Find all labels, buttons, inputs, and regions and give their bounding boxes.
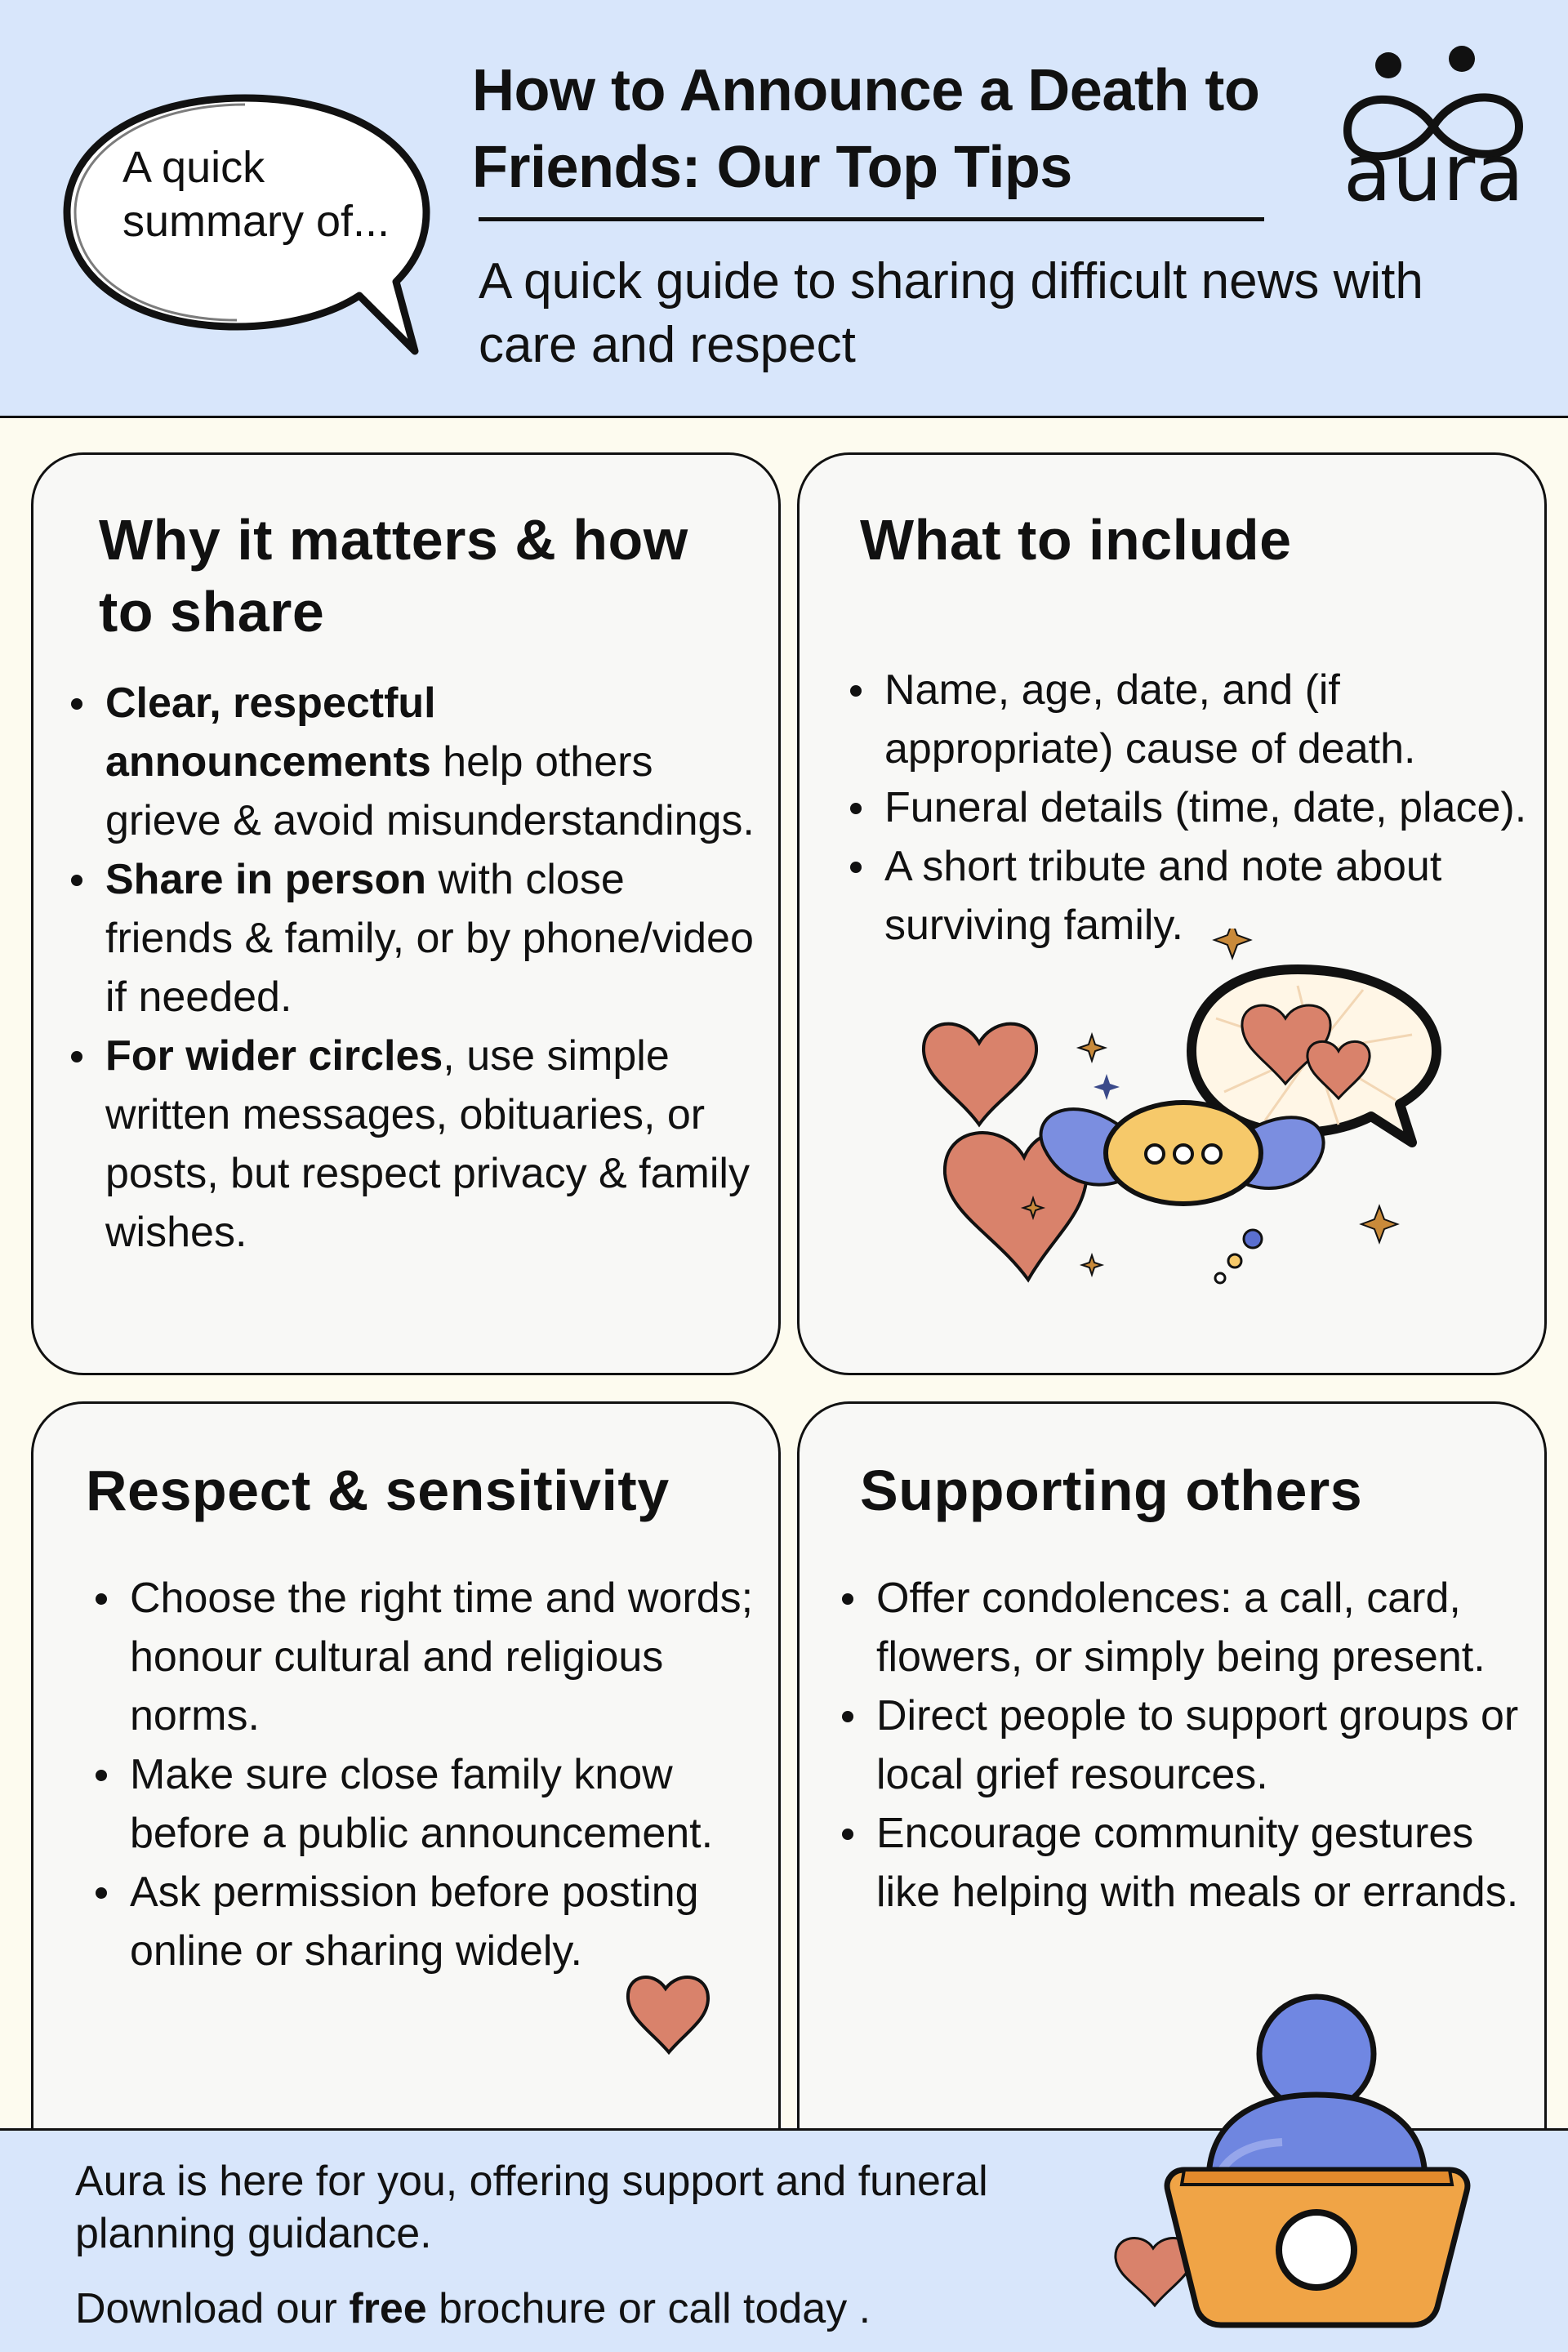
list-item: Funeral details (time, date, place).: [850, 778, 1538, 837]
person-basket-icon: [1114, 1993, 1471, 2328]
footer-cta-bold: free: [349, 2285, 427, 2332]
list-item-bold: For wider circles: [105, 1032, 443, 1080]
list-item: Name, age, date, and (if appropriate) ca…: [850, 661, 1538, 778]
card-list: Name, age, date, and (if appropriate) ca…: [850, 661, 1538, 955]
list-item: Choose the right time and words; honour …: [96, 1569, 775, 1745]
list-item: Encourage community gestures like helpin…: [842, 1804, 1530, 1922]
card-title: What to include: [860, 508, 1292, 572]
card-title: Respect & sensitivity: [86, 1459, 670, 1522]
card-what-to-include: What to include Name, age, date, and (if…: [797, 452, 1547, 1375]
footer-cta-text: brochure or call today .: [426, 2285, 871, 2332]
list-item: A short tribute and note about surviving…: [850, 837, 1538, 955]
card-list: Choose the right time and words; honour …: [96, 1569, 775, 1980]
card-title: Why it matters & how to share: [99, 508, 688, 644]
page-title: How to Announce a Death to Friends: Our …: [472, 58, 1260, 200]
card-title: Supporting others: [860, 1459, 1363, 1522]
footer-cta-text: Download our: [75, 2285, 350, 2332]
card-why-it-matters: Why it matters & how to share Clear, res…: [31, 452, 781, 1375]
list-item: For wider circles, use simple written me…: [71, 1027, 759, 1262]
list-item-text: with close friends & family, or by phone…: [105, 856, 754, 1021]
list-item: Make sure close family know before a pub…: [96, 1745, 775, 1863]
list-item-bold: Share in person: [105, 856, 426, 903]
list-item: Share in person with close friends & fam…: [71, 850, 759, 1027]
footer-message: Aura is here for you, offering support a…: [75, 2158, 988, 2257]
list-item: Direct people to support groups or local…: [842, 1686, 1530, 1804]
list-item: Offer condolences: a call, card, flowers…: [842, 1569, 1530, 1686]
winged-bubble-icon: [921, 929, 1441, 1285]
list-item-text: , use simple written messages, obituarie…: [105, 1032, 750, 1256]
list-item-text: help others grieve & avoid misunderstand…: [105, 738, 755, 844]
page-subtitle: A quick guide to sharing difficult news …: [479, 253, 1423, 373]
list-item-bold: Clear, respectful announcements: [105, 679, 436, 786]
title-divider: [479, 217, 1264, 221]
logo-text: aura: [1343, 127, 1525, 219]
heart-icon: [626, 1976, 710, 2056]
footer-cta: Download our free brochure or call today…: [75, 2283, 1137, 2335]
card-list: Clear, respectful announcements help oth…: [71, 674, 759, 1262]
list-item: Clear, respectful announcements help oth…: [71, 674, 759, 850]
speech-bubble-icon: [63, 94, 430, 355]
aura-logo-icon: [1343, 46, 1524, 161]
card-list: Offer condolences: a call, card, flowers…: [842, 1569, 1530, 1922]
list-item: Ask permission before posting online or …: [96, 1863, 775, 1980]
bubble-text: A quick summary of...: [122, 143, 390, 246]
header: A quick summary of... How to Announce a …: [0, 0, 1568, 418]
